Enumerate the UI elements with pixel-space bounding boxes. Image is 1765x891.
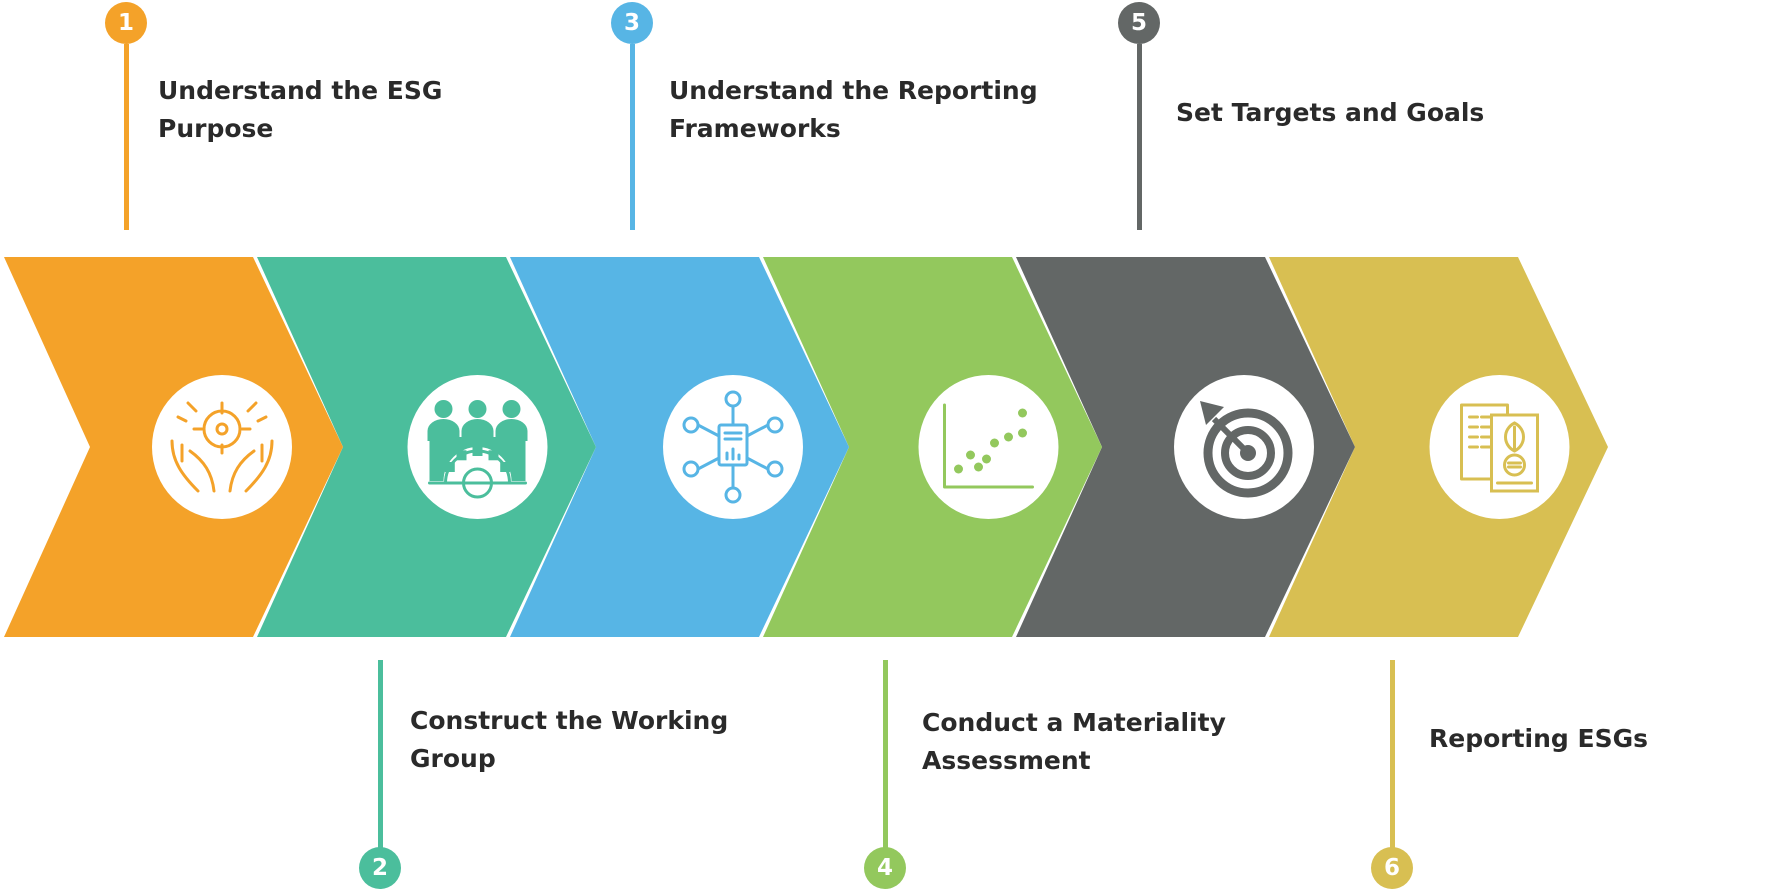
step-3-label-line: Frameworks (669, 114, 841, 143)
document-network-icon (663, 375, 803, 519)
eco-report-icon (1429, 375, 1570, 519)
bullseye-icon (1174, 375, 1314, 519)
step-2-label-line: Construct the Working (410, 706, 729, 735)
icon-circle (918, 375, 1059, 519)
step-5-connector (1136, 44, 1142, 230)
step-1-label-line: Purpose (158, 114, 274, 143)
step-3-label-line: Understand the Reporting (669, 76, 1038, 105)
step-5-label: Set Targets and Goals (1176, 94, 1484, 132)
step-3-number-badge: 3 (611, 2, 653, 44)
team-gear-icon (407, 375, 548, 519)
step-6-connector (1389, 660, 1395, 848)
step-1-label: Understand the ESG Purpose (158, 72, 442, 148)
step-4-label-line: Assessment (922, 746, 1091, 775)
step-4-label-line: Conduct a Materiality (922, 708, 1226, 737)
step-2-label-line: Group (410, 744, 496, 773)
step-5-label-line: Set Targets and Goals (1176, 98, 1485, 127)
step-6-number-badge: 6 (1371, 847, 1413, 889)
step-2-connector (377, 660, 383, 848)
step-1-number-badge: 1 (105, 2, 147, 44)
step-3-connector (629, 44, 635, 230)
hands-target-icon (152, 375, 292, 519)
step-1-label-line: Understand the ESG (158, 76, 443, 105)
step-6-label: Reporting ESGs (1429, 720, 1648, 758)
step-6-label-line: Reporting ESGs (1429, 724, 1649, 753)
scatter-plot-icon (918, 375, 1059, 519)
step-2-number-badge: 2 (359, 847, 401, 889)
step-4-connector (882, 660, 888, 848)
step-5-number-badge: 5 (1118, 2, 1160, 44)
step-4-number-badge: 4 (864, 847, 906, 889)
step-1-connector (123, 44, 129, 230)
icon-circle (663, 375, 803, 519)
